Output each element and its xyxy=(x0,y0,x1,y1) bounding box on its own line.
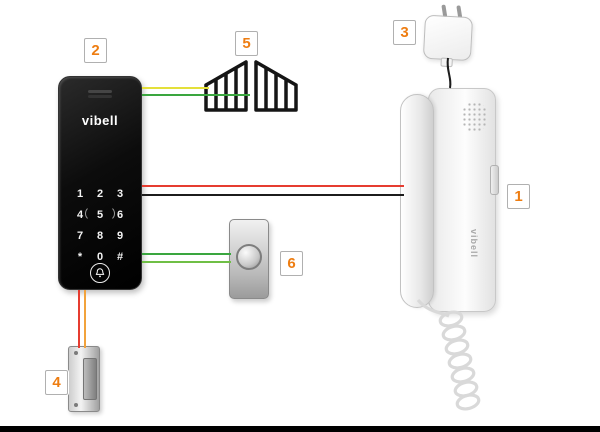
handset-body: vibell xyxy=(428,88,499,312)
cord-coil-loop xyxy=(441,324,467,342)
label-gate: 5 xyxy=(235,31,258,56)
cord-coil-loop xyxy=(444,338,470,356)
doorbell-button-icon xyxy=(90,263,110,283)
cord-coil-loop xyxy=(450,366,476,384)
rfid-arc-left-icon xyxy=(85,206,100,221)
keypad-brand: vibell xyxy=(81,113,119,128)
door-open-button xyxy=(490,165,499,195)
cord-coil-loop xyxy=(455,393,481,411)
label-number: 6 xyxy=(287,255,296,272)
key-star: * xyxy=(77,250,83,263)
label-keypad: 2 xyxy=(84,38,107,63)
label-number: 3 xyxy=(400,24,409,41)
key-hash: # xyxy=(116,250,124,263)
bell-icon xyxy=(95,268,105,278)
strike-latch xyxy=(83,358,97,400)
label-number: 5 xyxy=(242,35,251,52)
exit-button-plate xyxy=(229,219,269,299)
bottom-border xyxy=(0,426,600,432)
label-number: 1 xyxy=(514,188,523,205)
key-8: 8 xyxy=(96,229,104,242)
door-keypad-panel: vibell 1 2 3 4 5 6 7 8 9 * 0 # xyxy=(58,76,142,290)
cord-coil-loop xyxy=(447,352,473,370)
electric-door-strike xyxy=(68,346,100,412)
adapter-cable-outlet xyxy=(440,57,453,68)
handset-receiver xyxy=(400,94,434,308)
label-handset: 1 xyxy=(507,184,530,209)
key-0: 0 xyxy=(96,250,104,263)
key-4: 4 xyxy=(76,208,84,221)
gate-icon xyxy=(204,60,298,112)
label-number: 4 xyxy=(52,374,61,391)
label-number: 2 xyxy=(91,42,100,59)
key-1: 1 xyxy=(76,187,84,200)
key-2: 2 xyxy=(96,187,104,200)
handset-brand: vibell xyxy=(469,229,479,259)
speaker-holes-icon xyxy=(462,102,488,132)
key-7: 7 xyxy=(76,229,84,242)
screw-icon xyxy=(74,403,78,407)
speaker-grille-icon xyxy=(88,90,112,93)
screw-icon xyxy=(74,351,78,355)
label-power-adapter: 3 xyxy=(393,20,416,45)
adapter-body xyxy=(422,14,474,62)
intercom-handset-unit: vibell xyxy=(400,86,500,316)
key-3: 3 xyxy=(116,187,124,200)
keypad-keys: 1 2 3 4 5 6 7 8 9 * 0 # xyxy=(70,183,130,267)
power-adapter xyxy=(420,4,479,70)
exit-button-circle xyxy=(236,244,262,270)
cord-coil-loop xyxy=(453,380,479,398)
gate-right-half xyxy=(254,60,298,112)
key-5: 5 xyxy=(85,204,115,225)
key-9: 9 xyxy=(116,229,124,242)
label-exit-button: 6 xyxy=(280,251,303,276)
gate-left-half xyxy=(204,60,248,112)
label-door-strike: 4 xyxy=(45,370,68,395)
key-6: 6 xyxy=(116,208,124,221)
rfid-arc-right-icon xyxy=(100,206,115,221)
